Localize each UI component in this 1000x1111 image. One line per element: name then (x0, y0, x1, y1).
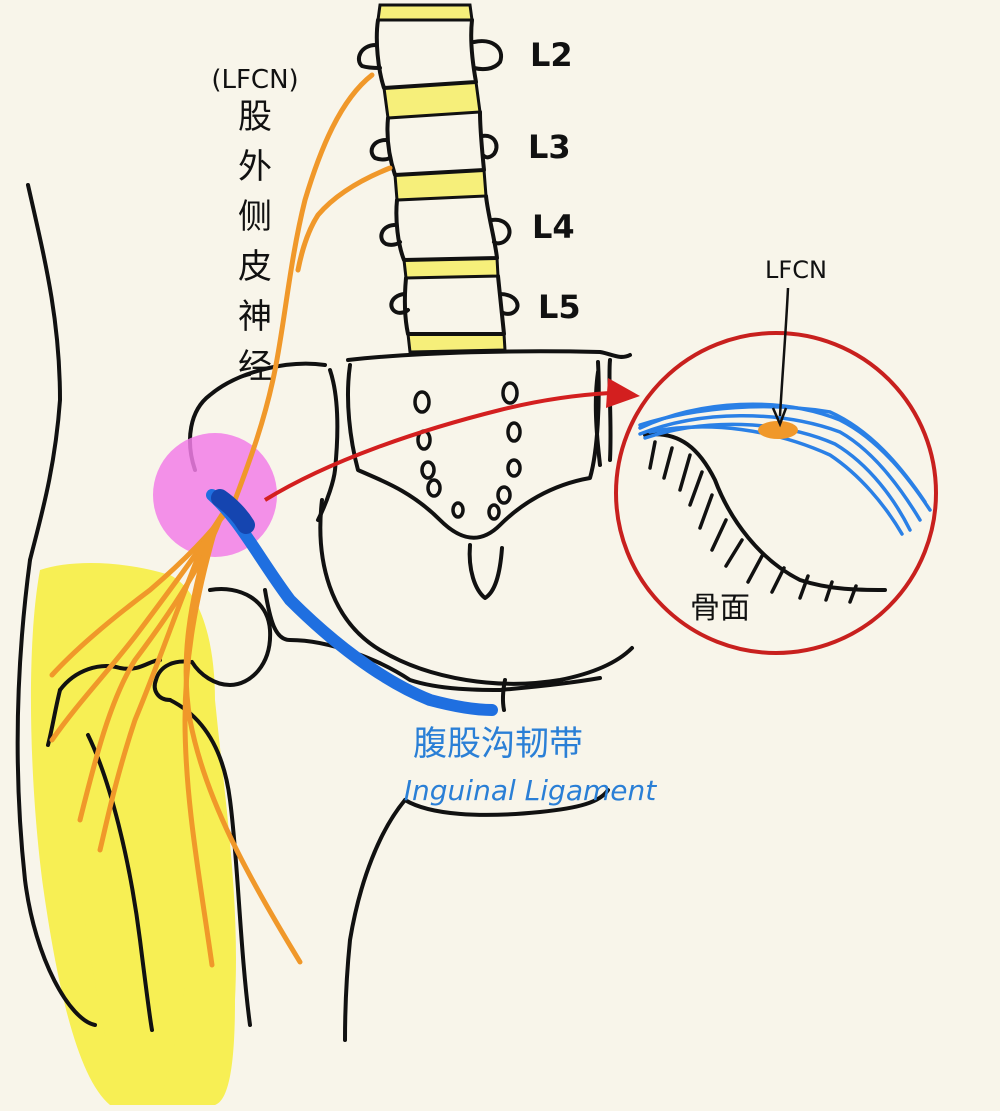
nerve-name-char-5: 神 (238, 297, 272, 337)
inguinal-ligament (206, 489, 498, 716)
lfcn-pointer-line (778, 287, 790, 417)
nerve-name-char-3: 侧 (238, 197, 272, 237)
lumbar-vertebrae (356, 18, 520, 336)
nerve-name-char-6: 经 (238, 347, 272, 387)
vertebra-label-l5: L5 (538, 288, 581, 326)
lfcn-nerve (49, 72, 393, 968)
inguinal-ligament-label-en: Inguinal Ligament (404, 774, 657, 807)
bone-hatching (648, 440, 858, 604)
vertebra-label-l3: L3 (528, 128, 571, 166)
bone-surface-label: 骨面 (690, 591, 750, 626)
vertebra-label-l2: L2 (530, 36, 573, 74)
intervertebral-discs (376, 3, 507, 354)
nerve-name-char-1: 股 (238, 97, 272, 137)
magnify-arrow (263, 378, 640, 502)
inset-magnified-view: LFCN 骨面 (614, 256, 938, 655)
nerve-name-label: (LFCN) 股 外 侧 皮 神 经 (211, 65, 298, 387)
nerve-name-char-2: 外 (238, 147, 272, 187)
nerve-name-char-4: 皮 (238, 247, 272, 287)
inguinal-ligament-label-cn: 腹股沟韧带 (413, 724, 583, 764)
inset-lfcn-label: LFCN (765, 256, 827, 284)
nerve-abbreviation: (LFCN) (211, 65, 298, 95)
vertebra-labels: L2 L3 L4 L5 (528, 36, 581, 326)
sacral-foramina (413, 381, 522, 521)
femur (46, 587, 273, 1032)
vertebra-label-l4: L4 (532, 208, 575, 246)
lfcn-cross-section (758, 421, 798, 439)
sacrum (345, 349, 632, 600)
thigh-muscle (30, 563, 236, 1105)
ligament-fibers (638, 402, 932, 536)
pelvis (15, 183, 634, 1042)
